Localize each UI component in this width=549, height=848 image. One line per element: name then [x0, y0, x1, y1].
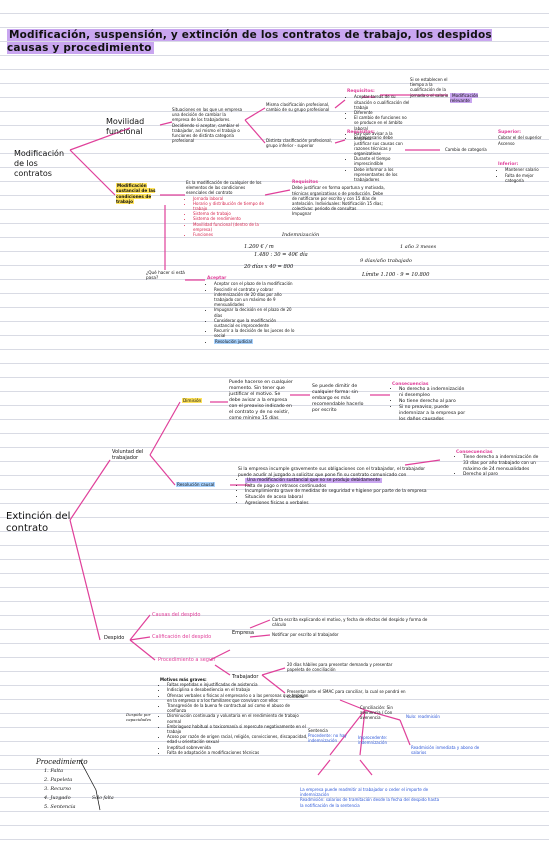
dimision-description: Puede hacerse en cualquier momento. Sin …	[229, 380, 293, 421]
nulo: Nulo: readmisión	[406, 714, 440, 719]
requisitos-heading-1: Requisitos:	[347, 89, 375, 94]
conciliacion: Conciliación: Sin avenencia / Con avenen…	[360, 705, 393, 721]
motivos-block: Motivos más graves: Faltas repetidas e i…	[160, 677, 310, 755]
modificacion-label: Modificación de los contratos	[14, 149, 65, 178]
requisito-item: El empresario debe justificar sus causas…	[354, 135, 411, 156]
calc-line6: 1 año 3 meses	[400, 244, 437, 250]
que-hacer-label: ¿Qué hacer si está pasa?	[146, 270, 185, 281]
voluntad-label: Voluntad del trabajador	[112, 449, 144, 461]
requisito-item: Debe informar a los representantes de lo…	[354, 167, 411, 183]
readmision: Readmisión inmediata y abono de salarios	[411, 745, 480, 756]
calc-line3: 20 días x 40 = 800	[244, 264, 294, 270]
sustancial-label: Modificación sustancial de las condicion…	[116, 183, 156, 205]
requisitos-block-1: Requisitos: Aceptar tareas de su situaci…	[347, 89, 411, 141]
trabajador-note-2: Presentar ante el SMAC para conciliar, l…	[287, 689, 406, 700]
procedimiento-note: Procedimiento 1. Falta 2. Papeleta 3. Re…	[36, 758, 88, 810]
note-right: Si se establecen el tiempo a la cualific…	[410, 77, 449, 98]
calc-indemnizacion: Indemnización	[282, 232, 320, 238]
dimision-label: Dimisión	[182, 398, 203, 403]
resolucion-block: Si la empresa incumple gravemente sus ob…	[238, 467, 438, 506]
requisito-item: Durante el tiempo imprescindible	[354, 156, 411, 166]
requisitos-heading-2: Requisitos:	[347, 130, 375, 135]
trabajador-label: Trabajador	[232, 674, 259, 680]
resolucion-consecuencias: Consecuencias Tiene derecho a indemnizac…	[456, 450, 544, 478]
extincion-label: Extinción del contrato	[6, 511, 71, 534]
procedimiento-seguir: Procedimiento a seguir	[158, 657, 216, 663]
inferior-block: Inferior: Mantener salario Falta de mejo…	[498, 162, 546, 183]
requisito-item: Hay que avisar a la empresa	[354, 131, 411, 141]
requisito-item: Diferente	[354, 110, 411, 115]
page-title-text: Modificación, suspensión, y extinción de…	[7, 29, 492, 54]
final-notes: La empresa puede readmitir al trabajador…	[300, 787, 440, 808]
resolucion-label: Resolución causal	[176, 482, 216, 487]
empresa-note-2: Notificar por escrito al trabajador	[272, 632, 339, 637]
sustancial-block: Es la modificación de cualquier de los e…	[186, 180, 266, 237]
calificacion-despido: Calificación del despido	[152, 634, 212, 640]
calc-line1: 1.200 € / m	[244, 244, 274, 250]
empresa-note-1: Carta escrita explicando el motivo, y fe…	[272, 617, 428, 628]
empresa-label: Empresa	[232, 630, 254, 636]
calc-line2: 1.480 : 30 = 40€ día	[254, 252, 308, 258]
movilidad-description: Situaciones en las que un empresa una de…	[172, 107, 243, 144]
improcedente: Improcedente: indemnización	[358, 735, 388, 746]
causas-despido: Causas del despido	[152, 612, 201, 618]
requisito-item: El cambio de funciones no se produce en …	[354, 115, 411, 131]
despido-label: Despido	[104, 635, 125, 641]
superior-block: Superior: Cobrar el del superior Ascenso	[498, 130, 542, 146]
dimision-consecuencias: Consecuencias No derecho a indemnización…	[392, 382, 470, 423]
misma-clasificacion: Misma clasificación profesional, cambio …	[266, 102, 330, 113]
sentencia-head: Sentencia Procedente: no hay indemnizaci…	[308, 728, 347, 744]
calc-line5: 9 días/año trabajado	[360, 258, 412, 264]
sustancial-requisitos: Requisitos Debe justificar en forma opor…	[292, 180, 385, 217]
despido-capacidades-label: Despido por capacidades	[126, 712, 152, 723]
sustancial-description: Es la modificación de cualquier de los e…	[186, 180, 262, 196]
calc-line4: Límite 1.100 · 9 = 10.800	[362, 272, 430, 278]
movilidad-funcional-label: Movilidad funcional	[106, 117, 145, 136]
requisito-item: Aceptar tareas de su situación o cualifi…	[354, 94, 411, 110]
indemnizacion-aprox	[298, 760, 344, 765]
distinta-clasificacion: Distinta clasificación profesional, grup…	[266, 138, 332, 149]
trabajador-note-1: 20 días hábiles para presentar demanda y…	[287, 662, 393, 673]
page-title: Modificación, suspensión, y extinción de…	[7, 29, 507, 55]
dimision-arrow-note: Se puede dimitir de cualquier forma: sin…	[312, 384, 364, 413]
que-hacer-block: Aceptar Aceptar con el plazo de la modif…	[207, 276, 297, 344]
requisitos-block-2: Requisitos: El empresario debe justifica…	[347, 130, 411, 182]
modificacion-relevante-mark: Modificación relevante	[450, 93, 479, 104]
procedimiento-side-note: Sólo falta	[92, 796, 114, 801]
cambio-categoria: Cambio de categoría	[445, 147, 487, 152]
sustancial-items: Jornada laboral Horario y distribución d…	[186, 196, 266, 238]
